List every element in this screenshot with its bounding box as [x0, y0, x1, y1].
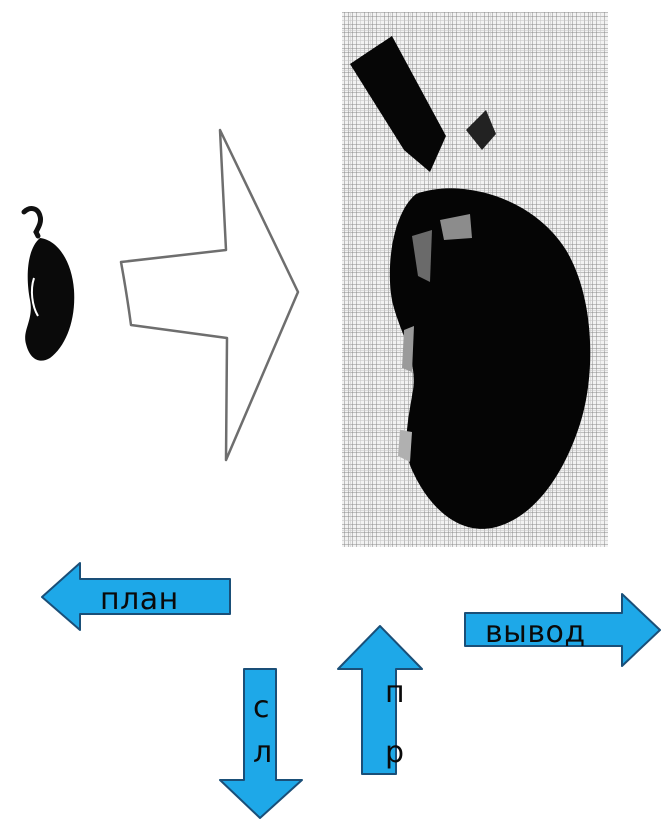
vyvod-label: вывод [485, 615, 586, 650]
small-apple-icon [21, 206, 75, 361]
up-letter-2: р [385, 735, 405, 770]
down-letter-1: с [253, 690, 270, 725]
up-letter-1: п [385, 675, 406, 710]
plan-arrow-button[interactable] [41, 562, 231, 631]
big-outline-arrow-icon [119, 128, 300, 462]
vyvod-arrow-button[interactable] [464, 593, 661, 667]
up-arrow-button[interactable] [337, 625, 423, 775]
pixel-apple-image [342, 12, 608, 547]
plan-label: план [100, 582, 179, 617]
down-arrow-button[interactable] [219, 668, 303, 819]
down-letter-2: л [253, 735, 273, 770]
